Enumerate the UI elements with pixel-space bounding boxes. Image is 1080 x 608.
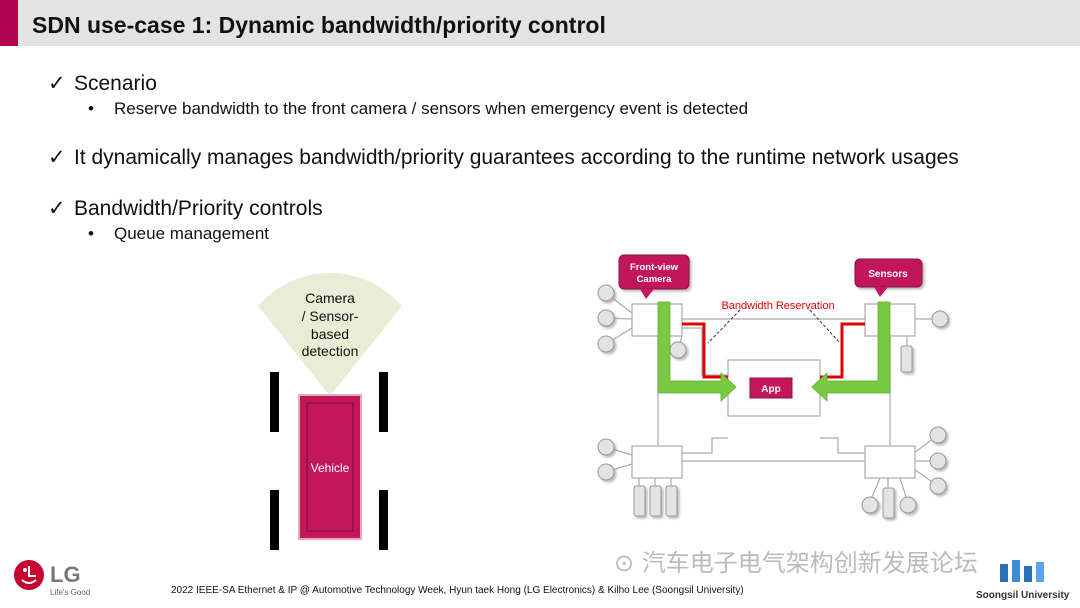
footer-citation: 2022 IEEE-SA Ethernet & IP @ Automotive … xyxy=(171,585,744,596)
actuator-nodes xyxy=(633,345,913,519)
bullet-text: It dynamically manages bandwidth/priorit… xyxy=(74,146,959,169)
soongsil-emblem-icon xyxy=(1000,560,1044,582)
sub-bullet-text: Queue management xyxy=(114,224,269,243)
bullet-dot-icon: • xyxy=(88,224,94,243)
wheel-rear-left xyxy=(270,490,279,550)
bandwidth-label: Bandwidth Reservation xyxy=(721,300,834,312)
watermark: ⊙ 汽车电子电气架构创新发展论坛 xyxy=(614,543,978,578)
watermark-text: 汽车电子电气架构创新发展论坛 xyxy=(641,549,978,577)
lg-wordmark: LG xyxy=(50,562,81,587)
vehicle-diagram: Camera / Sensor- based detection Vehicle xyxy=(258,272,402,550)
front-camera-line-2: Camera xyxy=(637,274,673,285)
priority-arrow-left xyxy=(657,301,737,402)
sub-bullet-reserve: • Reserve bandwidth to the front camera /… xyxy=(88,99,748,119)
check-icon: ✓ xyxy=(48,146,66,169)
page-title: SDN use-case 1: Dynamic bandwidth/priori… xyxy=(32,12,606,38)
title-bar: SDN use-case 1: Dynamic bandwidth/priori… xyxy=(0,0,1080,46)
priority-arrows xyxy=(657,301,891,402)
wheel-rear-right xyxy=(379,490,388,550)
ecu-front-left xyxy=(631,303,683,337)
wechat-icon: ⊙ xyxy=(614,549,635,577)
sub-bullet-queue: • Queue management xyxy=(88,224,269,244)
bullet-text: Bandwidth/Priority controls xyxy=(74,197,323,220)
detection-line-2: / Sensor- xyxy=(302,308,359,324)
vehicle-roof xyxy=(306,402,354,532)
priority-arrow-right xyxy=(811,301,891,402)
ecu-rear-left xyxy=(631,445,683,479)
soongsil-name: Soongsil University xyxy=(976,590,1070,601)
front-camera-line-1: Front-view xyxy=(630,262,679,273)
sensors-box xyxy=(854,258,923,288)
check-icon: ✓ xyxy=(48,197,66,220)
sensor-nodes xyxy=(597,284,949,514)
wheel-front-right xyxy=(379,372,388,432)
sensors-label: Sensors xyxy=(868,269,908,280)
network-diagram: Bandwidth Reservation Front-view Camera … xyxy=(597,254,949,519)
check-icon: ✓ xyxy=(48,72,66,95)
detection-cone xyxy=(258,272,402,396)
wheel-front-left xyxy=(270,372,279,432)
detection-line-3: based xyxy=(311,326,349,342)
app-box xyxy=(749,377,793,399)
bandwidth-path xyxy=(682,322,865,379)
lg-tagline: Life's Good xyxy=(50,588,91,597)
sensors-pointer xyxy=(874,287,888,297)
lg-face-icon xyxy=(14,560,44,590)
sub-bullet-text: Reserve bandwidth to the front camera / … xyxy=(114,99,749,118)
front-camera-pointer xyxy=(640,289,654,299)
bullet-controls: ✓ Bandwidth/Priority controls xyxy=(48,196,323,221)
bullet-dot-icon: • xyxy=(88,99,94,118)
callout-lines xyxy=(707,309,841,344)
actuator-links xyxy=(638,477,907,498)
detection-line-4: detection xyxy=(302,343,359,359)
bullet-dynamic: ✓ It dynamically manages bandwidth/priori… xyxy=(48,145,959,170)
bullet-scenario: ✓ Scenario xyxy=(48,71,157,96)
detection-line-1: Camera xyxy=(305,290,355,306)
vehicle-label: Vehicle xyxy=(311,461,350,475)
ecu-rear-right xyxy=(864,445,916,479)
soongsil-logo: Soongsil University xyxy=(976,560,1069,601)
bullet-text: Scenario xyxy=(74,72,157,95)
app-label: App xyxy=(761,384,780,395)
title-accent xyxy=(0,0,18,46)
